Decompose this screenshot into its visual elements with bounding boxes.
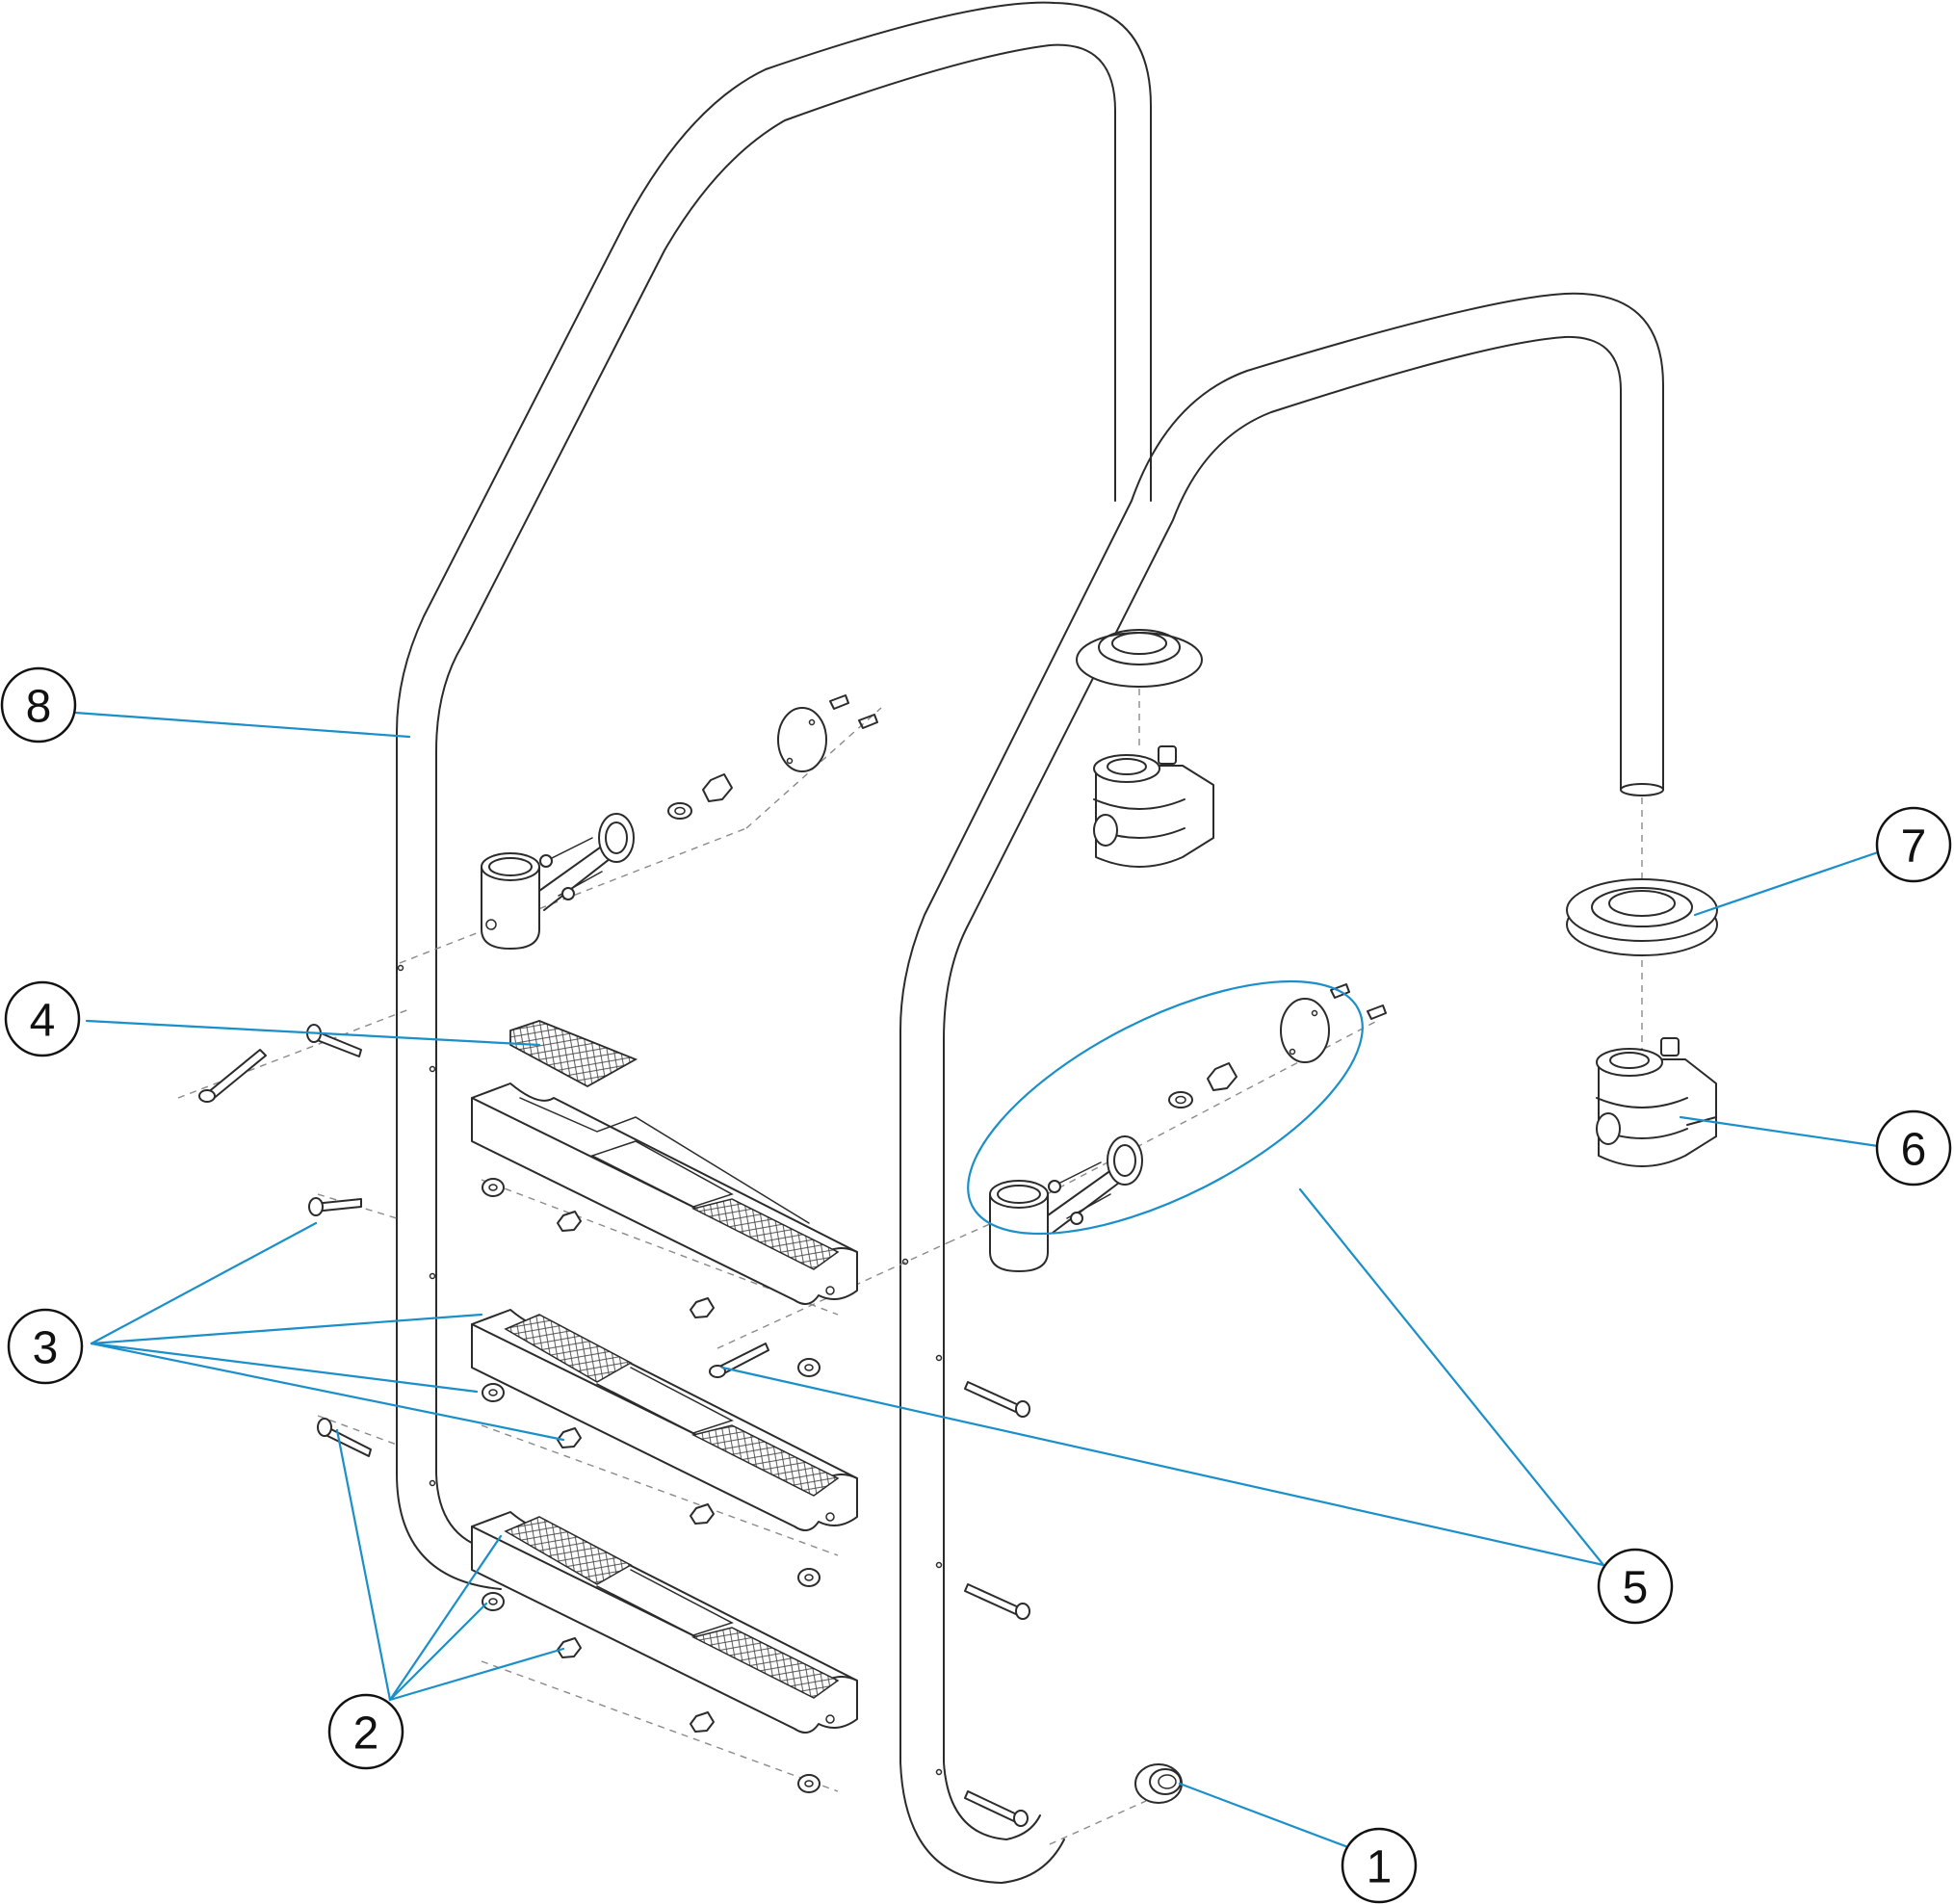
callout-7: 7 xyxy=(1875,806,1952,883)
right-bolts xyxy=(709,1343,1030,1827)
front-escutcheon xyxy=(1566,878,1718,956)
left-bolts xyxy=(198,1024,372,1457)
end-cap xyxy=(1134,1763,1183,1804)
step-3 xyxy=(471,1511,858,1734)
callout-3: 3 xyxy=(7,1308,84,1385)
callout-4: 4 xyxy=(4,980,81,1057)
svg-text:5: 5 xyxy=(1623,1563,1649,1614)
callout-5: 5 xyxy=(1597,1548,1674,1625)
item-5-highlight-ellipse xyxy=(967,979,1364,1236)
standoff-bracket-assembly xyxy=(989,983,1387,1272)
callout-6: 6 xyxy=(1875,1109,1952,1187)
svg-text:3: 3 xyxy=(33,1323,59,1374)
svg-text:2: 2 xyxy=(353,1708,379,1760)
back-handrail xyxy=(396,1,1152,1590)
front-anchor-clamp xyxy=(1596,1037,1717,1167)
svg-text:1: 1 xyxy=(1367,1842,1393,1893)
back-anchor-clamp xyxy=(1093,745,1214,868)
leader-lines xyxy=(73,711,1880,1851)
back-escutcheon xyxy=(1076,629,1203,688)
upper-standoff-bracket xyxy=(481,694,878,950)
callout-2: 2 xyxy=(327,1693,404,1770)
anti-slip-pad xyxy=(509,1020,638,1088)
front-handrail xyxy=(899,292,1664,1884)
washers-and-nuts xyxy=(397,964,943,1793)
step-1 xyxy=(471,1082,858,1305)
svg-text:4: 4 xyxy=(30,996,56,1047)
step-2 xyxy=(471,1309,858,1531)
svg-text:6: 6 xyxy=(1901,1125,1927,1176)
callout-1: 1 xyxy=(1341,1827,1418,1904)
svg-text:7: 7 xyxy=(1901,822,1927,873)
callout-8: 8 xyxy=(0,666,77,743)
svg-text:8: 8 xyxy=(26,682,52,733)
